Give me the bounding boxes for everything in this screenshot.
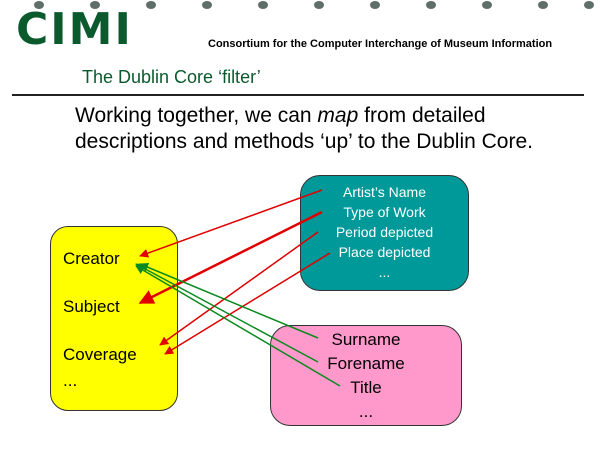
name-box: Surname Forename Title ... — [270, 325, 462, 426]
name-item-more: ... — [358, 402, 374, 421]
art-description-box: Artist’s Name Type of Work Period depict… — [300, 175, 469, 291]
dublin-core-box: Creator Subject Coverage ... — [50, 226, 178, 411]
intro-emphasis: map — [317, 104, 359, 127]
art-item-more: ... — [378, 264, 391, 280]
name-item-forename: Forename — [327, 354, 405, 373]
art-item-period-depicted: Period depicted — [335, 224, 434, 240]
art-item-artists-name: Artist’s Name — [343, 184, 426, 200]
dc-item-more: ... — [63, 371, 78, 390]
art-item-place-depicted: Place depicted — [338, 244, 431, 260]
art-item-type-of-work: Type of Work — [343, 204, 426, 220]
name-item-surname: Surname — [331, 330, 401, 349]
name-item-title: Title — [350, 378, 382, 397]
dc-item-creator: Creator — [63, 249, 120, 268]
intro-part1: Working together, we can — [75, 104, 318, 127]
decorative-dots — [34, 1, 594, 13]
dc-item-coverage: Coverage — [63, 345, 137, 364]
consortium-name: Consortium for the Computer Interchange … — [208, 38, 553, 50]
header-divider — [12, 94, 584, 96]
intro-text: Working together, we can map from detail… — [75, 103, 545, 155]
cimi-logo: CIMI — [16, 4, 133, 55]
slide-title: The Dublin Core ‘filter’ — [82, 67, 261, 87]
dc-item-subject: Subject — [63, 297, 120, 316]
intro-part2: from detailed descriptions and methods ‘… — [75, 104, 533, 153]
